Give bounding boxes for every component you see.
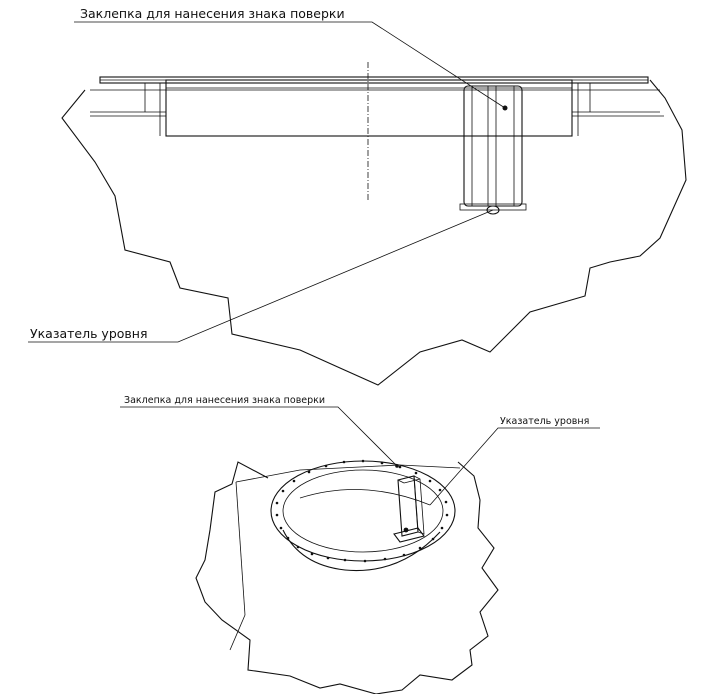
- iso-view: Заклепка для нанесения знака поверки Ука…: [120, 395, 600, 694]
- neck-body: [165, 79, 573, 137]
- leader-level-top: [28, 209, 494, 343]
- label-level-top: Указатель уровня: [30, 326, 147, 341]
- label-rivet-iso: Заклепка для нанесения знака поверки: [124, 395, 325, 406]
- iso-flange-inner: [282, 469, 444, 553]
- iso-tank-outline: [195, 461, 499, 694]
- iso-bolt-holes: [275, 459, 449, 563]
- level-indicator: [459, 85, 527, 215]
- label-rivet-top: Заклепка для нанесения знака поверки: [80, 6, 345, 21]
- leader-rivet-top: [74, 21, 506, 109]
- tank-break-outline: [61, 79, 687, 386]
- leader-rivet-iso: [120, 406, 398, 467]
- label-level-iso: Указатель уровня: [500, 416, 589, 427]
- top-view: Заклепка для нанесения знака поверки Ука…: [28, 6, 687, 386]
- iso-neck-bowl: [282, 529, 441, 572]
- iso-level-indicator: [393, 475, 425, 543]
- leader-level-iso: [429, 427, 600, 506]
